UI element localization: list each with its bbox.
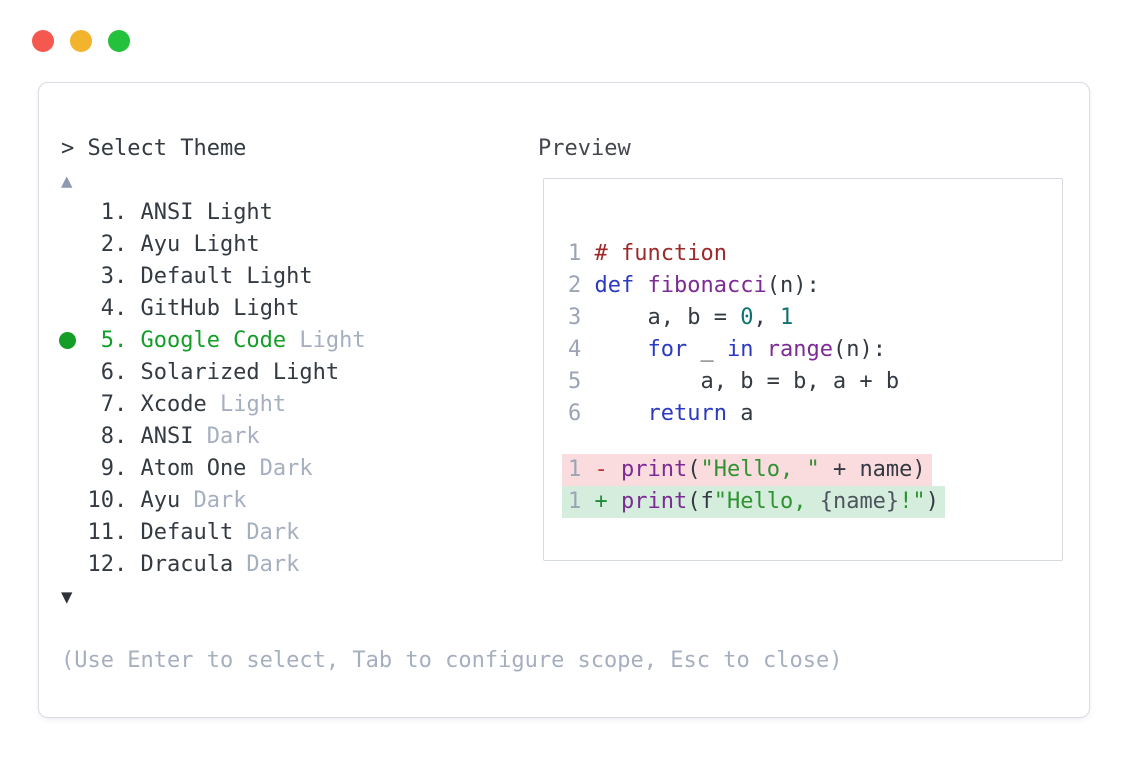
theme-item[interactable]: 3. Default Light (61, 264, 313, 289)
select-theme-prompt: > Select Theme (61, 136, 247, 161)
zoom-button[interactable] (108, 30, 130, 52)
theme-item[interactable]: 8. ANSI Dark (61, 424, 260, 449)
theme-item[interactable]: 12. Dracula Dark (61, 552, 300, 577)
theme-item[interactable]: 4. GitHub Light (61, 296, 300, 321)
code-sample: 1 # function 2 def fibonacci(n): 3 a, b = … (568, 238, 1062, 430)
theme-item[interactable]: 6. Solarized Light (61, 360, 340, 385)
minimize-button[interactable] (70, 30, 92, 52)
scroll-down-icon[interactable]: ▼ (61, 586, 73, 608)
code-line: 3 a, b = 0, 1 (568, 305, 794, 330)
code-line: 6 return a (568, 401, 754, 426)
help-text: (Use Enter to select, Tab to configure s… (61, 648, 843, 673)
window-controls (32, 30, 130, 52)
code-line: 4 for _ in range(n): (568, 337, 886, 362)
selected-bullet-icon (59, 332, 76, 349)
theme-picker-dialog: > Select Theme ▲ 1. ANSI Light 2. Ayu Li… (38, 82, 1090, 718)
code-line: 2 def fibonacci(n): (568, 273, 820, 298)
theme-item[interactable]: 11. Default Dark (61, 520, 300, 545)
blank-line (568, 206, 1062, 238)
theme-list: 1. ANSI Light 2. Ayu Light 3. Default Li… (59, 197, 366, 581)
theme-item[interactable]: 1. ANSI Light (61, 200, 273, 225)
preview-label: Preview (538, 136, 631, 161)
preview-pane: 1 # function 2 def fibonacci(n): 3 a, b = … (543, 178, 1063, 561)
theme-item[interactable]: 10. Ayu Dark (61, 488, 247, 513)
theme-item[interactable]: 9. Atom One Dark (61, 456, 313, 481)
theme-item[interactable]: 7. Xcode Light (61, 392, 287, 417)
close-button[interactable] (32, 30, 54, 52)
code-line: 1 # function (568, 241, 727, 266)
theme-item[interactable]: 5. Google Code Light (59, 328, 366, 353)
theme-item[interactable]: 2. Ayu Light (61, 232, 260, 257)
diff-sample: 1 - print("Hello, " + name)1 + print(f"H… (562, 454, 1062, 518)
code-line: 1 + print(f"Hello, {name}!") (562, 486, 1062, 518)
scroll-up-icon[interactable]: ▲ (61, 170, 73, 192)
code-line: 1 - print("Hello, " + name) (562, 454, 1062, 486)
code-line: 5 a, b = b, a + b (568, 369, 900, 394)
